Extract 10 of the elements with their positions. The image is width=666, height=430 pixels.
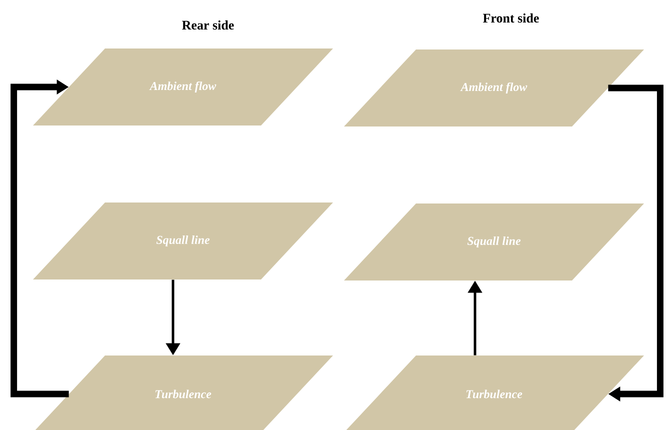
parallelogram-box: Ambient flow: [344, 50, 644, 126]
parallelogram-box: Squall line: [33, 202, 333, 280]
arrow: [10, 80, 69, 398]
parallelogram-box: Turbulence: [344, 356, 644, 430]
column-heading: Front side: [483, 13, 539, 23]
arrow: [608, 84, 664, 402]
parallelogram-box: Ambient flow: [33, 48, 333, 126]
column-heading: Rear side: [182, 20, 234, 30]
parallelogram-box: Squall line: [344, 204, 644, 280]
parallelogram-box: Turbulence: [33, 356, 333, 430]
